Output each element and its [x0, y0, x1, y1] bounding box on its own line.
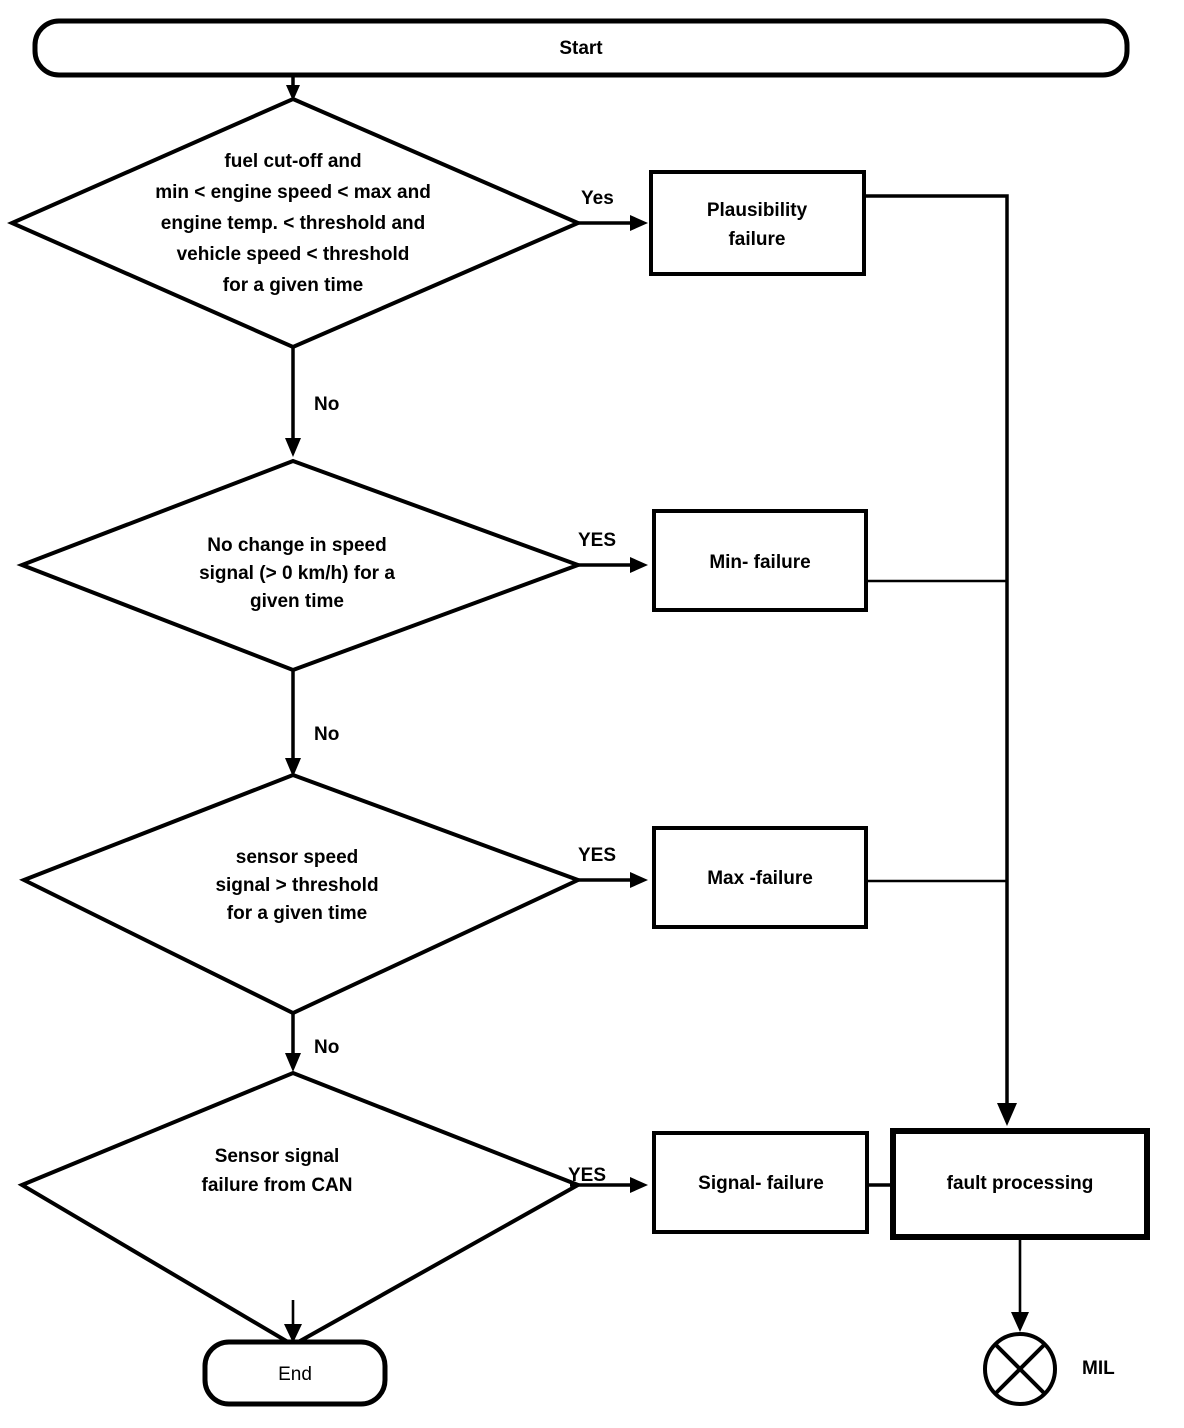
edge-fault-processing-to-mil: [1011, 1237, 1029, 1332]
edge-label-decision1-yes: Yes: [581, 188, 614, 209]
arrowhead-right-icon: [630, 872, 648, 888]
edge-decision3-no: No: [285, 1013, 339, 1072]
node-min-failure[interactable]: Min- failure: [652, 509, 868, 612]
end-shape: [202, 1339, 388, 1407]
fault-processing-label: fault processing: [947, 1173, 1094, 1194]
decision4-shape: [17, 1070, 583, 1348]
decision2-line-1: No change in speed: [207, 535, 386, 556]
signal-failure-label: Signal- failure: [698, 1173, 824, 1194]
node-max-failure[interactable]: Max -failure: [652, 826, 868, 929]
arrowhead-down-icon: [286, 85, 300, 101]
edge-decision1-yes: Yes: [578, 188, 648, 231]
decision4-line-1: Sensor signal: [215, 1146, 340, 1167]
arrowhead-down-icon: [284, 1324, 302, 1343]
node-plausibility-failure[interactable]: Plausibility failure: [649, 170, 866, 276]
decision4-line-2: failure from CAN: [202, 1175, 353, 1196]
edge-decision2-yes: YES: [578, 530, 648, 573]
node-start[interactable]: Start: [32, 18, 1130, 78]
mil-label: MIL: [1082, 1358, 1115, 1379]
decision3-line-3: for a given time: [227, 903, 367, 924]
edge-failure-bus-to-fault-processing: [864, 194, 1017, 1126]
edge-label-decision3-no: No: [314, 1037, 339, 1058]
plausibility-failure-line-1: Plausibility: [707, 200, 808, 221]
min-failure-label: Min- failure: [709, 552, 810, 573]
edge-label-decision4-yes: YES: [568, 1165, 606, 1186]
edge-decision4-yes: YES: [568, 1165, 648, 1193]
node-decision2[interactable]: No change in speed signal (> 0 km/h) for…: [16, 458, 584, 673]
node-fault-processing[interactable]: fault processing: [890, 1128, 1150, 1240]
decision1-line-3: engine temp. < threshold and: [161, 213, 425, 234]
edge-decision1-no: No: [285, 347, 339, 457]
node-decision1[interactable]: fuel cut-off and min < engine speed < ma…: [7, 96, 584, 350]
start-label: Start: [559, 38, 603, 59]
decision1-line-5: for a given time: [223, 275, 363, 296]
decision2-line-2: signal (> 0 km/h) for a: [199, 563, 395, 584]
arrowhead-down-icon: [997, 1103, 1017, 1126]
max-failure-shape: [652, 826, 868, 929]
min-failure-shape: [652, 509, 868, 612]
node-end[interactable]: End: [202, 1339, 388, 1407]
arrowhead-down-icon: [285, 758, 301, 777]
decision3-line-1: sensor speed: [236, 847, 359, 868]
arrowhead-right-icon: [630, 1177, 648, 1193]
decision1-line-1: fuel cut-off and: [224, 151, 361, 172]
decision3-line-2: signal > threshold: [215, 875, 378, 896]
node-decision3[interactable]: sensor speed signal > threshold for a gi…: [19, 772, 584, 1016]
node-mil[interactable]: MIL: [983, 1332, 1115, 1406]
edge-start-to-decision1: [286, 75, 300, 101]
decision2-line-3: given time: [250, 591, 344, 612]
edge-label-decision1-no: No: [314, 394, 339, 415]
edge-decision4-to-end: [284, 1300, 302, 1343]
arrowhead-right-icon: [630, 557, 648, 573]
edge-label-decision2-yes: YES: [578, 530, 616, 551]
node-signal-failure[interactable]: Signal- failure: [652, 1131, 869, 1234]
max-failure-label: Max -failure: [707, 868, 813, 889]
start-shape: [32, 18, 1130, 78]
signal-failure-shape: [652, 1131, 869, 1234]
plausibility-failure-line-2: failure: [728, 229, 785, 250]
arrowhead-down-icon: [1011, 1312, 1029, 1332]
node-decision4[interactable]: Sensor signal failure from CAN: [17, 1070, 583, 1348]
arrowhead-down-icon: [285, 1053, 301, 1072]
edge-label-decision3-yes: YES: [578, 845, 616, 866]
edge-label-decision2-no: No: [314, 724, 339, 745]
decision1-line-2: min < engine speed < max and: [155, 182, 431, 203]
edge-decision3-yes: YES: [578, 845, 648, 888]
arrowhead-down-icon: [285, 438, 301, 457]
plausibility-failure-shape: [649, 170, 866, 276]
edge-decision2-no: No: [285, 670, 339, 777]
end-label: End: [278, 1364, 312, 1385]
mil-cross-icon: [994, 1343, 1046, 1395]
arrowhead-right-icon: [630, 215, 648, 231]
decision1-line-4: vehicle speed < threshold: [177, 244, 410, 265]
